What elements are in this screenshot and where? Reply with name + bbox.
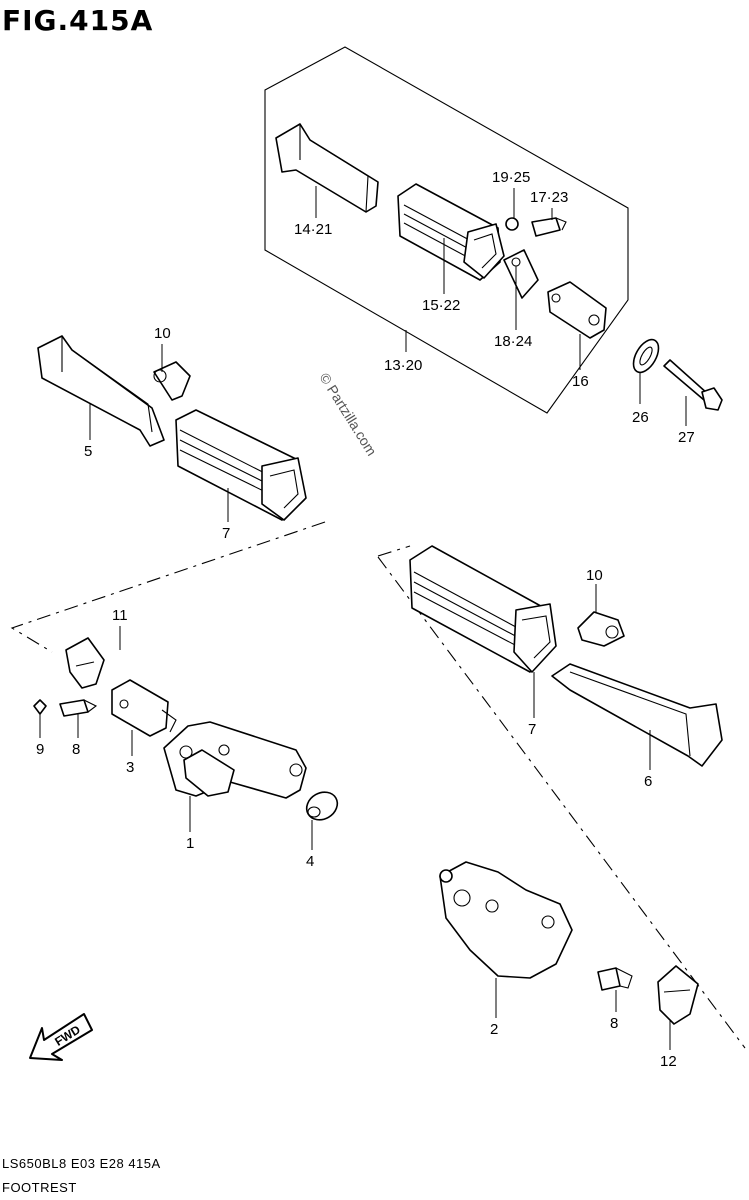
- callout-17-23: 17·23: [530, 189, 568, 206]
- reference-line-right: [377, 545, 411, 557]
- part-ball-upper: [505, 217, 519, 231]
- part-washer: [632, 338, 660, 374]
- part-pin-left: [59, 699, 98, 717]
- callout-14-21: 14·21: [294, 221, 332, 238]
- part-footrest-arm-right: [551, 663, 723, 767]
- callout-26: 26: [632, 409, 649, 426]
- part-cover-right: [657, 965, 699, 1025]
- callout-10-right: 10: [586, 567, 603, 584]
- part-footrest-arm-upper: [275, 123, 379, 213]
- callout-6: 6: [644, 773, 652, 790]
- callout-15-22: 15·22: [422, 297, 460, 314]
- callout-1: 1: [186, 835, 194, 852]
- callout-10-left: 10: [154, 325, 171, 342]
- callouts: 14·21 15·22 18·24 19·25 17·23 16 13·20 2…: [36, 169, 695, 1070]
- callout-7-right: 7: [528, 721, 536, 738]
- part-cover-left: [65, 637, 105, 689]
- callout-16: 16: [572, 373, 589, 390]
- callout-18-24: 18·24: [494, 333, 532, 350]
- part-pin-right: [597, 967, 633, 991]
- part-clip-left: [153, 361, 191, 401]
- callout-19-25: 19·25: [492, 169, 530, 186]
- part-main-bracket: [163, 721, 307, 799]
- reference-line-diagonal: [377, 556, 746, 1049]
- part-bracket-block-upper: [547, 281, 607, 339]
- callout-27: 27: [678, 429, 695, 446]
- part-clip-right: [577, 611, 625, 647]
- part-block: [111, 679, 177, 737]
- callout-13-20: 13·20: [384, 357, 422, 374]
- figure-caption: FOOTREST: [2, 1180, 77, 1195]
- part-footrest-rubber-upper: [397, 183, 505, 281]
- part-pin-upper: [531, 217, 567, 237]
- callout-9: 9: [36, 741, 44, 758]
- part-footrest-arm-left: [37, 335, 165, 447]
- callout-7-left: 7: [222, 525, 230, 542]
- model-code: LS650BL8 E03 E28 415A: [2, 1156, 161, 1171]
- part-bolt: [663, 359, 723, 411]
- fwd-arrow: FWD: [29, 1013, 93, 1061]
- callout-2: 2: [490, 1021, 498, 1038]
- part-footrest-rubber-right: [409, 545, 557, 673]
- part-nut: [305, 791, 339, 821]
- reference-line-left: [10, 521, 326, 653]
- leader-lines: [39, 186, 687, 1050]
- part-main-bracket-right: [439, 861, 573, 979]
- callout-12: 12: [660, 1053, 677, 1070]
- part-footrest-rubber-left: [175, 409, 307, 521]
- part-ball-left: [33, 699, 47, 715]
- figure-title: FIG.415A: [2, 4, 154, 37]
- assembly-frame: [264, 46, 629, 414]
- callout-3: 3: [126, 759, 134, 776]
- callout-11: 11: [112, 607, 128, 624]
- callout-8-left: 8: [72, 741, 80, 758]
- callout-4: 4: [306, 853, 314, 870]
- part-plate: [503, 249, 539, 299]
- callout-8-right: 8: [610, 1015, 618, 1032]
- callout-5: 5: [84, 443, 92, 460]
